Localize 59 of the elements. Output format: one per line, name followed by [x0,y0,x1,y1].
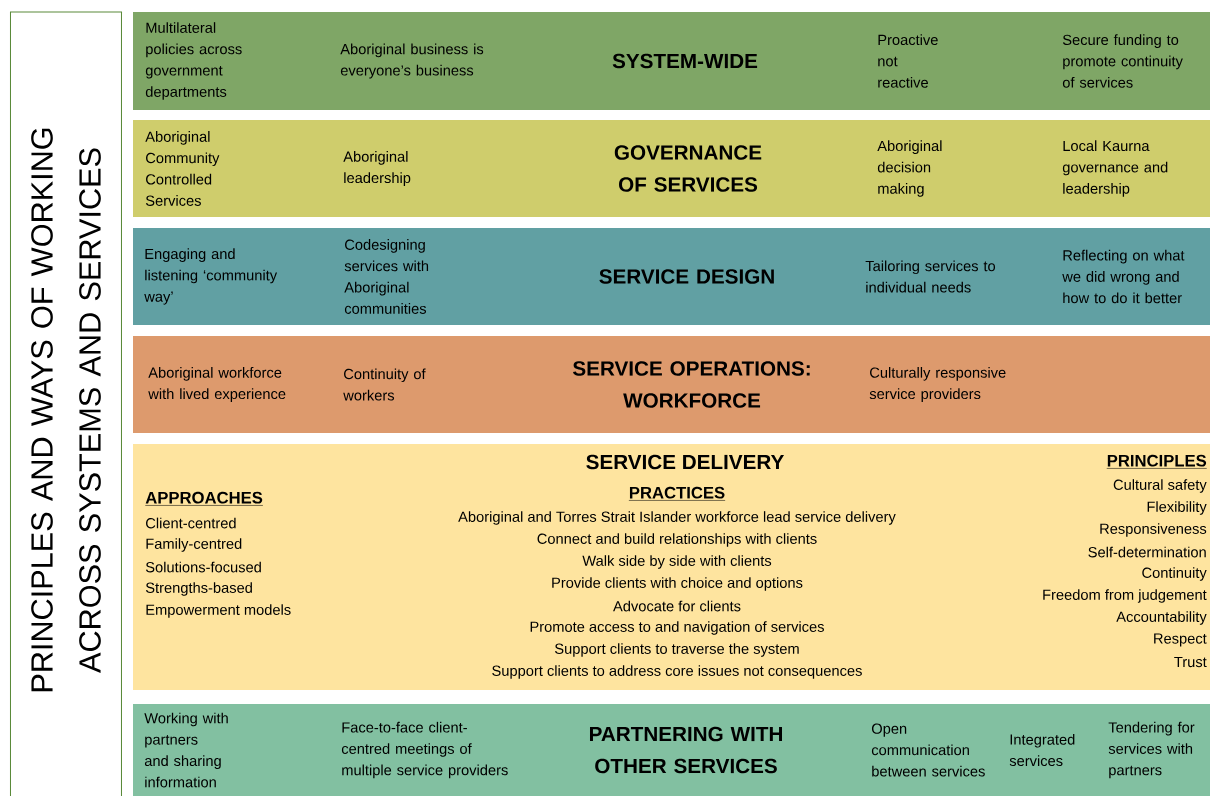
list-item: Aboriginal and Torres Strait Islander workforce lead service delivery [458,511,896,525]
list-item: Connect and build relationships with clients [537,533,817,547]
list-item: Strengths-based [145,582,252,596]
item-text: Engaging and listening ‘community way’ [144,248,278,305]
band [133,12,1210,110]
item-text: Aboriginal leadership [343,151,411,186]
item-text: Proactive not reactive [878,34,938,88]
column-heading: PRINCIPLES [1106,454,1207,469]
item-text: Aboriginal decision making [877,140,942,197]
list-item: Walk side by side with clients [582,555,772,569]
column-heading: PRACTICES [628,486,726,501]
item-text: Tailoring services to individual needs [865,260,996,293]
item-text: Tendering for services with partners [1108,721,1195,779]
list-item: Provide clients with choice and options [552,577,803,591]
band [133,704,1210,796]
list-item: Continuity [1142,567,1207,581]
band-heading: SERVICE DELIVERY [586,454,784,470]
item-text: Aboriginal workforce with lived experience [148,367,286,402]
band [133,336,1210,433]
list-item: Support clients to traverse the system [555,643,799,657]
list-item: Freedom from judgement [1043,589,1207,603]
band-heading: SYSTEM-WIDE [612,53,758,69]
list-item: Flexibility [1147,501,1207,515]
list-item: Advocate for clients [613,600,741,612]
band [133,228,1210,325]
item-text: Codesigning services with Aboriginal communities [344,239,429,314]
list-item: Cultural safety [1113,479,1207,493]
item-text: Culturally responsive service providers [869,367,1006,402]
list-item: Client-centred [146,517,236,529]
list-item: Trust [1174,656,1207,668]
band-heading: SERVICE DESIGN [599,269,774,284]
item-text: Integrated services [1009,733,1075,767]
band-heading: PARTNERING WITH OTHER SERVICES [590,726,782,774]
band-heading: GOVERNANCE OF SERVICES [614,145,762,192]
list-item: Respect [1154,633,1207,647]
item-text: Continuity of workers [343,368,426,401]
item-text: Aboriginal business is everyone’s business [340,43,484,79]
band [133,444,1210,690]
item-text: Working with partners and sharing information [144,712,228,788]
band-heading: SERVICE OPERATIONS: WORKFORCE [572,361,810,408]
item-text: Secure funding to promote continuity of services [1062,34,1183,88]
title-box [9,11,123,796]
list-item: Support clients to address core issues not consequences [492,665,862,679]
band [133,120,1210,217]
vertical-title: PRINCIPLES AND WAYS OF WORKING ACROSS SYSTEMS AND SERVICES [31,128,101,692]
list-item: Responsiveness [1100,523,1207,537]
item-text: Face-to-face client-centred meetings of multiple service providers [341,721,508,779]
item-text: Open communication between services [871,723,985,777]
item-text: Reflecting on what we did wrong and how to do it better [1062,249,1185,304]
list-item: Solutions-focused [145,561,261,573]
item-text: Aboriginal Community Controlled Services [145,131,220,206]
item-text: Multilateral policies across government departments [145,22,242,100]
item-text: Local Kaurna governance and leadership [1062,140,1168,197]
list-item: Promote access to and navigation of services [530,621,824,635]
list-item: Accountability [1116,611,1207,625]
list-item: Empowerment models [146,604,291,618]
list-item: Family-centred [146,538,242,552]
list-item: Self-determination [1088,546,1206,558]
column-heading: APPROACHES [145,491,264,506]
